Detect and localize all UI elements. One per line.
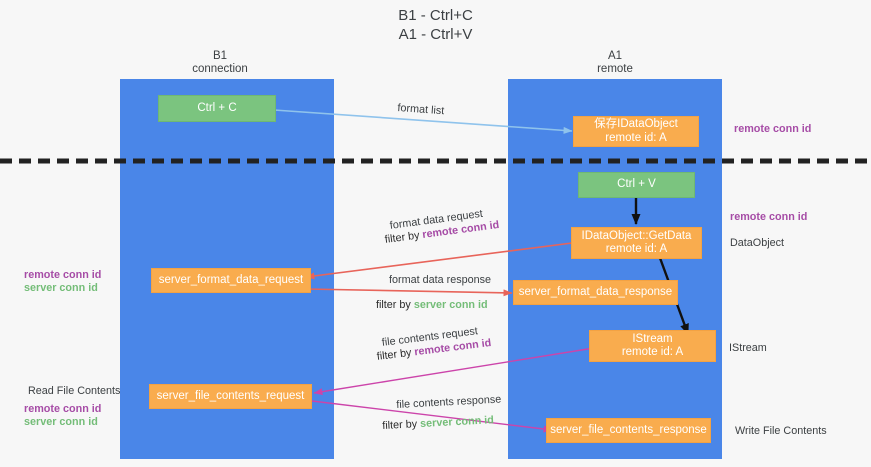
edge-label-file-contents-response-filter: filter by server conn id xyxy=(382,413,494,433)
column-header-b1: B1 connection xyxy=(192,50,248,75)
side-label-dataobject: DataObject xyxy=(730,237,785,249)
side-label-left-remote-conn-id-mid: remote conn id xyxy=(24,269,102,281)
edge-label-format-data-response-filter: filter by server conn id xyxy=(376,298,488,312)
filter-key-server-conn-id: server conn id xyxy=(419,414,495,431)
side-label-remote-conn-id-top: remote conn id xyxy=(734,123,812,135)
side-label-istream: IStream xyxy=(729,342,767,354)
filter-prefix: filter by xyxy=(376,346,416,363)
node-istream[interactable]: IStream remote id: A xyxy=(589,330,716,362)
side-label-remote-conn-id-mid: remote conn id xyxy=(730,211,808,223)
node-idataobject-getdata[interactable]: IDataObject::GetData remote id: A xyxy=(571,227,702,259)
edge-label-format-data-response: format data response xyxy=(389,274,492,286)
side-label-read-file-contents: Read File Contents xyxy=(28,385,121,397)
side-label-write-file-contents: Write File Contents xyxy=(735,425,827,437)
filter-prefix: filter by xyxy=(382,418,421,432)
filter-prefix: filter by xyxy=(376,299,414,311)
edge-label-format-list: format list xyxy=(397,101,445,118)
node-server-format-data-request[interactable]: server_format_data_request xyxy=(151,268,311,293)
node-save-idataobject[interactable]: 保存IDataObject remote id: A xyxy=(573,116,699,147)
filter-prefix: filter by xyxy=(384,229,424,246)
node-server-file-contents-response[interactable]: server_file_contents_response xyxy=(546,418,711,443)
node-server-file-contents-request[interactable]: server_file_contents_request xyxy=(149,384,312,409)
side-label-left-remote-conn-id-bottom: remote conn id xyxy=(24,403,102,415)
column-header-a1: A1 remote xyxy=(597,50,633,75)
side-label-left-server-conn-id-mid: server conn id xyxy=(24,282,98,294)
node-ctrl-c[interactable]: Ctrl + C xyxy=(158,95,276,122)
node-server-format-data-response[interactable]: server_format_data_response xyxy=(513,280,678,305)
filter-key-server-conn-id: server conn id xyxy=(413,299,488,311)
edge-label-file-contents-response: file contents response xyxy=(396,393,502,411)
node-ctrl-v[interactable]: Ctrl + V xyxy=(578,172,695,198)
page-title: B1 - Ctrl+C A1 - Ctrl+V xyxy=(398,7,473,43)
side-label-left-server-conn-id-bottom: server conn id xyxy=(24,416,98,428)
